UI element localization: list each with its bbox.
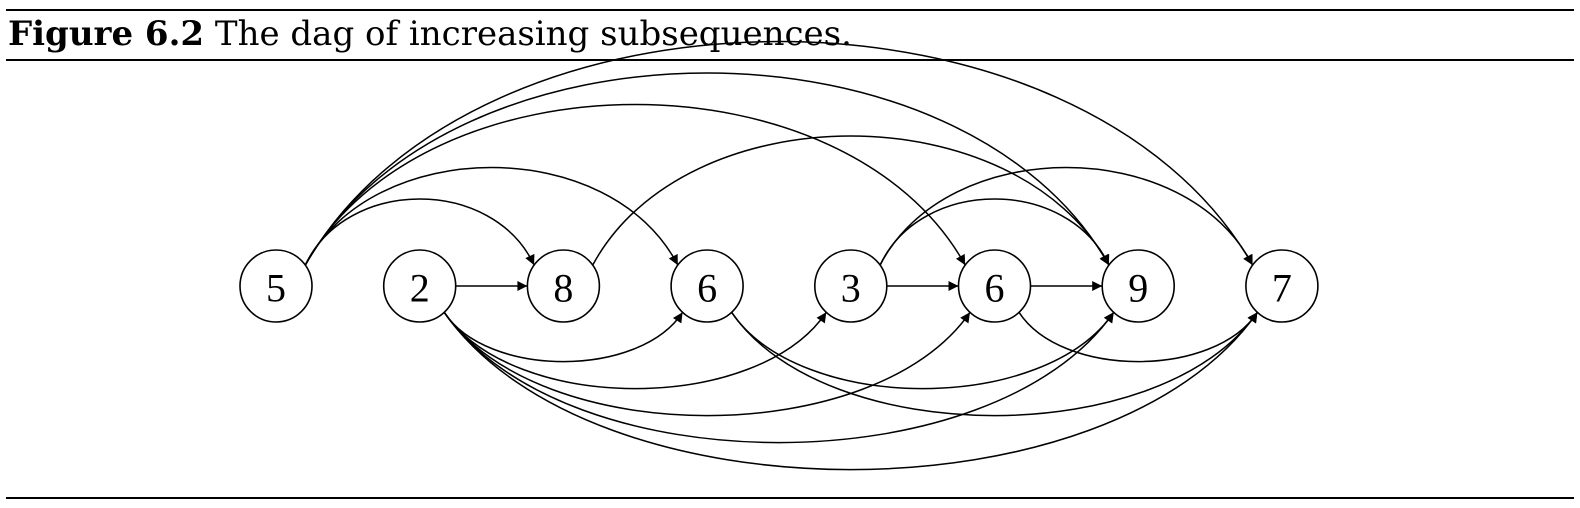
edge-n5-to-n7 xyxy=(879,198,1110,266)
node-n7: 9 xyxy=(1101,249,1175,323)
edge-n1-to-n8 xyxy=(304,40,1254,266)
edge-n5-to-n8 xyxy=(879,166,1254,266)
edge-n1-to-n6 xyxy=(304,103,966,266)
edge-n2-to-n4 xyxy=(443,311,684,363)
node-n2: 2 xyxy=(382,249,457,323)
node-circle xyxy=(382,249,457,323)
node-label: 6 xyxy=(697,266,717,311)
node-label: 9 xyxy=(1128,266,1148,311)
node-n1: 5 xyxy=(239,249,313,323)
edge-n1-to-n4 xyxy=(304,166,679,266)
node-circle xyxy=(957,249,1032,323)
node-n4: 6 xyxy=(670,249,744,323)
node-circle xyxy=(813,249,888,323)
node-circle xyxy=(1101,249,1175,323)
nodes-layer: 5 2 8 6 3 6 9 7 xyxy=(239,249,1319,323)
edge-n2-to-n8 xyxy=(443,311,1259,471)
edge-n1-to-n3 xyxy=(304,198,535,266)
node-label: 5 xyxy=(266,266,286,311)
edges-layer xyxy=(304,40,1259,471)
node-n5: 3 xyxy=(813,249,888,323)
edge-n6-to-n8 xyxy=(1018,311,1259,363)
node-circle xyxy=(1245,249,1319,323)
node-label: 8 xyxy=(553,266,573,311)
edge-n1-to-n7 xyxy=(304,72,1110,266)
node-n6: 6 xyxy=(957,249,1032,323)
edge-n4-to-n7 xyxy=(730,311,1115,390)
edge-n2-to-n5 xyxy=(443,311,827,390)
node-label: 3 xyxy=(841,266,861,311)
top-rule xyxy=(6,9,1574,11)
figure-label: Figure 6.2 xyxy=(8,14,205,54)
edge-n2-to-n6 xyxy=(443,311,971,417)
node-circle xyxy=(526,249,601,323)
figure-caption-text: The dag of increasing subsequences. xyxy=(214,14,852,54)
node-circle xyxy=(670,249,744,323)
edge-n4-to-n8 xyxy=(730,311,1259,417)
node-n3: 8 xyxy=(526,249,601,323)
node-label: 7 xyxy=(1272,266,1292,311)
node-label: 2 xyxy=(410,266,430,311)
edge-n3-to-n7 xyxy=(592,135,1110,266)
node-label: 6 xyxy=(985,266,1005,311)
figure-caption: Figure 6.2 The dag of increasing subsequ… xyxy=(8,13,852,55)
node-circle xyxy=(239,249,313,323)
caption-rule xyxy=(6,59,1574,61)
bottom-rule xyxy=(6,497,1574,499)
node-n8: 7 xyxy=(1245,249,1319,323)
edge-n2-to-n7 xyxy=(443,311,1115,444)
